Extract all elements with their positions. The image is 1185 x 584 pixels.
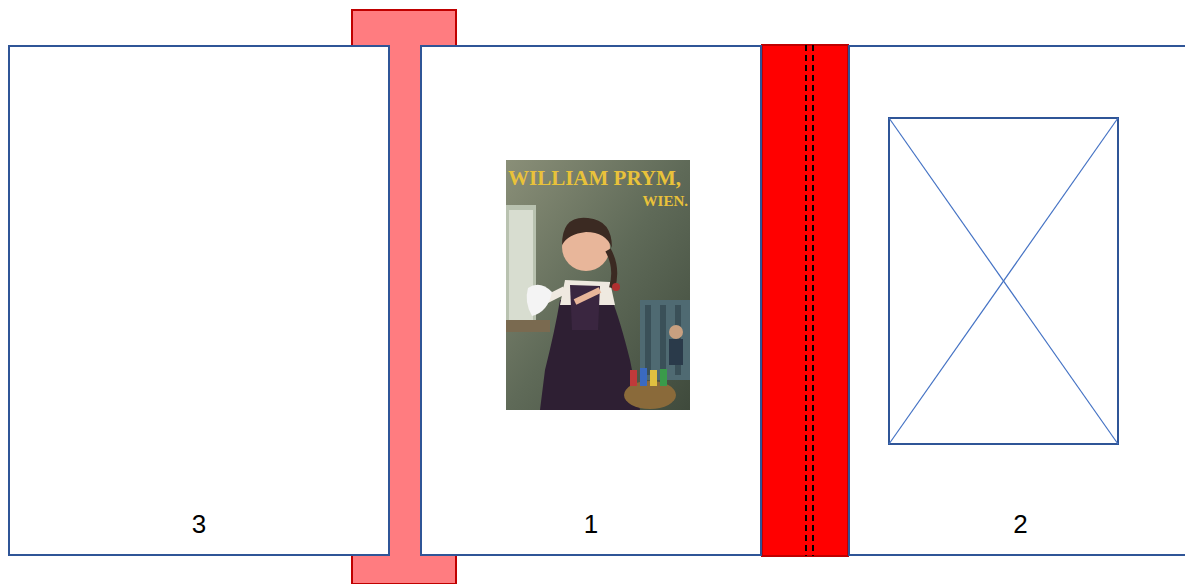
panel-number: 3 bbox=[10, 509, 388, 540]
panel-number: 1 bbox=[422, 509, 760, 540]
poster-illustration bbox=[506, 160, 690, 410]
image-placeholder bbox=[889, 118, 1118, 444]
panel-ground bbox=[420, 45, 762, 556]
panel-box: 3 bbox=[8, 45, 390, 556]
stitch-line bbox=[812, 45, 814, 556]
poster-text: WILLIAM PRYM, bbox=[508, 168, 681, 189]
panel-ground bbox=[8, 45, 390, 556]
panel-box: 1 bbox=[420, 45, 762, 556]
stitch-line bbox=[805, 45, 807, 556]
panel-ground bbox=[848, 45, 1185, 556]
panel-box: 2 bbox=[848, 45, 1185, 556]
poster-text: WIEN. bbox=[643, 194, 688, 209]
red-band bbox=[762, 45, 848, 556]
panel-number: 2 bbox=[850, 509, 1185, 540]
